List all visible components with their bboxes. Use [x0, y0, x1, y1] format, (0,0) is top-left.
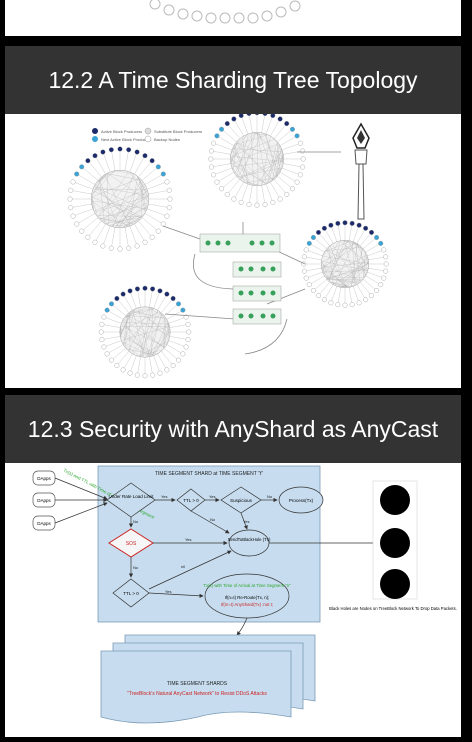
shard-node-groups [200, 234, 281, 324]
legend: Active Block Producers Next Active Block… [92, 128, 202, 142]
ttl-label-bottom: TTL > 0 [123, 591, 139, 596]
section-title-security-anyshard: 12.3 Security with AnyShard as AnyCast [5, 395, 461, 463]
rate-limit-label: Under Rate Load Limit [108, 494, 154, 499]
blackhole-note: Black Holes are Nodes on TreeBlock Netwo… [329, 606, 457, 611]
cluster-bottom [99, 286, 191, 378]
legend-next-active: Next Active Block Producers [101, 137, 151, 142]
legend-backup: Backup Nodes [154, 137, 180, 142]
cluster-left [68, 147, 173, 252]
no-label-1: No [267, 494, 273, 499]
sos-label: SOS [126, 541, 137, 547]
legend-substitute: Substitute Block Producers [154, 129, 202, 134]
flow-canvas: TIME SEGMENT SHARD at TIME SEGMENT "t" D… [5, 463, 461, 737]
previous-slide-fragment [5, 0, 461, 36]
dapps-group: DApps DApps DApps [33, 471, 55, 530]
fork-icon [353, 124, 369, 219]
time-segment-shards: TIME SEGMENT SHARDS "TreeBlock's Natural… [101, 635, 315, 723]
section-title-time-sharding: 12.2 A Time Sharding Tree Topology [5, 46, 461, 114]
yes-label-4: Yes [243, 519, 250, 524]
legend-active: Active Block Producers [101, 129, 142, 134]
anyshard-label: If(n!=t) AnyShard(Tx) :not t; [221, 602, 273, 607]
yes-label-3: Yes [185, 537, 192, 542]
tree-topology-diagram: Active Block Producers Next Active Block… [5, 114, 461, 388]
time-segment-title: TIME SEGMENT SHARD at TIME SEGMENT "t" [155, 471, 263, 477]
process-label: Process(Tx) [289, 498, 314, 503]
no-label-4: No [133, 565, 139, 570]
arrival-title: Tx(s) with Time of Arrival at Time Segme… [203, 583, 291, 588]
reroute-label: If(n=t) Re-Route(Tx, n); [225, 595, 270, 600]
no-label-2: No [133, 519, 139, 524]
no-label-3: No [210, 517, 216, 522]
blackhole-ellipse [229, 530, 269, 556]
cluster-top-right [208, 114, 305, 208]
dapps-label-1: DApps [37, 476, 51, 481]
black-holes [373, 481, 417, 599]
previous-slide-circles [5, 0, 461, 36]
security-flow-diagram: TIME SEGMENT SHARD at TIME SEGMENT "t" D… [5, 463, 461, 737]
yes-label-1: Yes [161, 494, 168, 499]
cluster-right [301, 220, 388, 307]
suspicious-label: Suspicious [230, 498, 253, 503]
yes-label-2: Yes [209, 494, 216, 499]
yes-label-5: Yes [165, 589, 172, 594]
dapps-label-3: DApps [37, 521, 51, 526]
nil-label: nil [181, 564, 185, 569]
topology-canvas: Active Block Producers Next Active Block… [5, 114, 461, 388]
shards-title: TIME SEGMENT SHARDS [167, 681, 228, 687]
blackhole-label: SendToBlackHole (Tx) [228, 537, 271, 542]
dapps-label-2: DApps [37, 498, 51, 503]
shards-subtitle: "TreeBlock's Natural AnyCast Network" to… [127, 691, 267, 697]
ttl-label-top: TTL > 0 [183, 498, 199, 503]
